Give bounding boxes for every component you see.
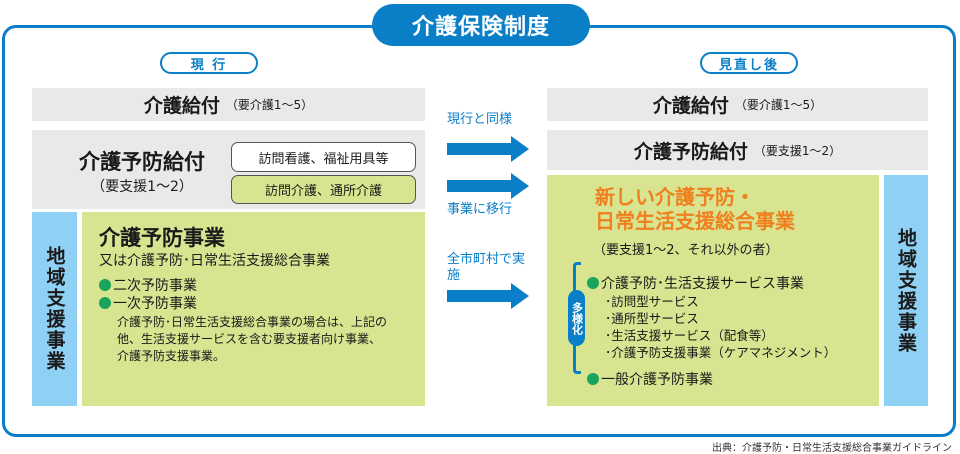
new-jigyou-bullet-1: 介護予防･生活支援サービス事業 — [587, 273, 804, 293]
yobou-kyufu-label: 介護予防給付 — [79, 150, 205, 174]
diversify-label: 多様化 — [568, 290, 585, 346]
revised-new-jigyou-box: 新しい介護予防・ 日常生活支援総合事業 （要支援1～2、それ以外の者） 多様化 … — [547, 175, 879, 406]
bullet-icon — [99, 297, 111, 309]
jigyou-bullet-2: 一次予防事業 — [99, 293, 197, 313]
new-jigyou-sub-items: ･訪問型サービス ･通所型サービス ･生活支援サービス（配食等） ･介護予防支援… — [605, 293, 836, 361]
kaigo-kyufu-sub: （要介護1～5） — [225, 98, 314, 112]
new-jigyou-target: （要支援1～2、それ以外の者） — [593, 243, 779, 258]
sub-item: ･介護予防支援事業（ケアマネジメント） — [605, 345, 837, 360]
new-jigyou-bullet-2: 一般介護予防事業 — [587, 369, 713, 389]
arrow-label-3: 全市町村で実施 — [447, 252, 526, 283]
revised-yobou-kyufu: 介護予防給付 （要支援1～2） — [547, 130, 928, 170]
bullet-icon — [587, 277, 599, 289]
bullet-icon — [99, 279, 111, 291]
current-tag: 現 行 — [160, 52, 258, 74]
revised-kaigo-kyufu: 介護給付 （要介護1～5） — [547, 88, 928, 121]
yobou-item-green: 訪問介護、通所介護 — [231, 175, 416, 204]
sub-item: ･通所型サービス — [605, 311, 699, 326]
jigyou-title: 介護予防事業 — [99, 226, 225, 250]
kaigo-kyufu-label: 介護給付 — [143, 95, 220, 117]
jigyou-note: 介護予防･日常生活支援総合事業の場合は、上記の他、生活支援サービスを含む要支援者… — [117, 315, 388, 363]
jigyou-bullet-1: 二次予防事業 — [99, 275, 197, 295]
chiiki-label: 地域支援事業 — [43, 246, 66, 372]
arrow-right-icon — [447, 173, 529, 199]
current-yobou-kyufu: 介護予防給付 （要支援1～2） 訪問看護、福祉用具等 訪問介護、通所介護 — [32, 130, 425, 209]
kaigo-kyufu-sub: （要介護1～5） — [734, 98, 823, 112]
current-jigyou-box: 介護予防事業 又は介護予防･日常生活支援総合事業 二次予防事業 一次予防事業 介… — [82, 212, 425, 406]
arrow-label-1: 現行と同様 — [447, 112, 513, 127]
bullet-icon — [587, 373, 599, 385]
yobou-item-white: 訪問看護、福祉用具等 — [231, 142, 416, 172]
current-chiiki-column: 地域支援事業 — [32, 212, 77, 406]
yobou-kyufu-sub: （要支援1～2） — [91, 179, 193, 195]
new-jigyou-title: 新しい介護予防・ 日常生活支援総合事業 — [595, 185, 795, 233]
revised-chiiki-column: 地域支援事業 — [884, 175, 928, 406]
yobou-kyufu-label: 介護予防給付 — [633, 140, 748, 163]
arrow-label-2: 事業に移行 — [447, 202, 513, 217]
source-note: 出典：介護予防・日常生活支援総合事業ガイドライン — [712, 443, 952, 454]
yobou-kyufu-sub: （要支援1～2） — [753, 143, 842, 158]
chiiki-label: 地域支援事業 — [895, 227, 917, 354]
arrow-right-icon — [447, 136, 529, 162]
sub-item: ･生活支援サービス（配食等） — [605, 328, 774, 343]
current-kaigo-kyufu: 介護給付 （要介護1～5） — [32, 88, 425, 121]
jigyou-subtitle: 又は介護予防･日常生活支援総合事業 — [99, 253, 330, 269]
arrow-right-icon — [447, 283, 529, 309]
sub-item: ･訪問型サービス — [605, 294, 699, 309]
revised-tag: 見直し後 — [700, 52, 798, 74]
kaigo-kyufu-label: 介護給付 — [652, 95, 729, 117]
page-title: 介護保険制度 — [372, 4, 590, 46]
